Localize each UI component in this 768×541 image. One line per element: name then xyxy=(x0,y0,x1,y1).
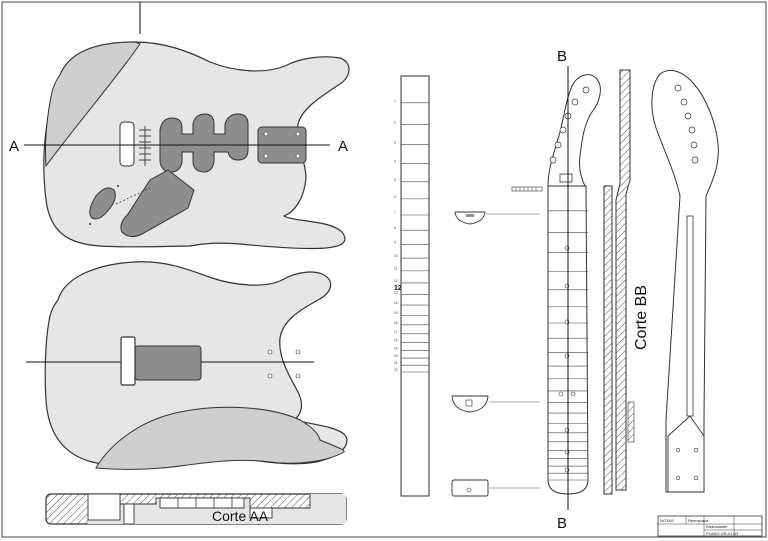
drill-point xyxy=(89,223,91,225)
fret-number: 13 xyxy=(394,290,398,294)
section-a-label-right: A xyxy=(338,138,348,155)
tuner-holes xyxy=(549,86,590,164)
neck-screw-holes xyxy=(263,131,301,159)
section-b-label-bottom: B xyxy=(557,515,567,532)
skunk-stripe xyxy=(686,215,694,417)
fret-number: 15 xyxy=(394,311,398,315)
title-block-footer: PLANO GR-01 A3 xyxy=(706,531,739,536)
heel-screw-holes xyxy=(675,447,699,481)
neck-profile-sections xyxy=(451,211,540,497)
bridge-pin-ladder xyxy=(139,126,151,166)
fret-number: 7 xyxy=(394,211,396,215)
fret-number: 1 xyxy=(394,99,396,103)
fret-number: 6 xyxy=(394,195,396,199)
fret-number: 12 xyxy=(394,279,398,283)
jack-cavity xyxy=(89,187,116,220)
back-screw-holes xyxy=(267,349,301,379)
neck-back-view xyxy=(651,69,719,493)
fret-number: 4 xyxy=(394,160,396,164)
tremolo-cavity xyxy=(134,345,202,381)
section-line-aa: A A xyxy=(9,138,348,155)
nut-detail xyxy=(511,186,543,192)
headstock-outline xyxy=(547,74,601,189)
fret-number: 9 xyxy=(394,241,396,245)
fret-number: 5 xyxy=(394,178,396,182)
fret-number: 11 xyxy=(394,267,398,271)
scale-twelfth-mark: 12 xyxy=(394,285,402,292)
fret-number: 20 xyxy=(394,354,398,358)
neck-back-outline xyxy=(651,69,719,493)
pickup-cavity-rout xyxy=(159,113,249,173)
fret-number: 8 xyxy=(394,226,396,230)
section-aa-view: Corte AA xyxy=(45,493,347,525)
fret-number: 17 xyxy=(394,330,398,334)
fret-number: 22 xyxy=(394,368,398,372)
section-bb-caption: Corte BB xyxy=(633,285,650,350)
fret-number: 3 xyxy=(394,141,396,145)
tremolo-block-slot xyxy=(120,336,136,386)
fret-number: 18 xyxy=(394,338,398,342)
drill-point xyxy=(117,185,119,187)
section-a-label-left: A xyxy=(9,138,19,155)
title-block: NOTAS Reemplaza Stratocaster PLANO GR-01… xyxy=(657,515,763,537)
title-block-title: Stratocaster xyxy=(706,524,728,529)
section-aa-caption: Corte AA xyxy=(212,508,269,524)
title-block-notes: NOTAS xyxy=(660,518,674,523)
body-back-view xyxy=(26,261,348,470)
fret-number: 16 xyxy=(394,321,398,325)
back-tuner-holes xyxy=(674,84,699,164)
control-cavity xyxy=(120,169,195,238)
fret-number: 10 xyxy=(394,254,398,258)
title-block-replaces: Reemplaza xyxy=(688,518,709,523)
pickguard-upper-horn xyxy=(44,41,141,168)
section-b-label-top: B xyxy=(557,48,567,65)
fret-number: 2 xyxy=(394,120,396,124)
fret-number: 21 xyxy=(394,361,398,365)
truss-rod-access xyxy=(559,173,573,183)
neck-heel xyxy=(667,415,705,493)
section-line-bb: B B xyxy=(557,48,569,532)
fret-number: 14 xyxy=(394,301,398,305)
back-cover-plate xyxy=(95,406,345,470)
section-bb-view: Corte BB xyxy=(603,69,650,495)
neck-front-view xyxy=(511,74,601,495)
fret-number: 19 xyxy=(394,346,398,350)
neck-pickup-slot xyxy=(119,121,135,167)
